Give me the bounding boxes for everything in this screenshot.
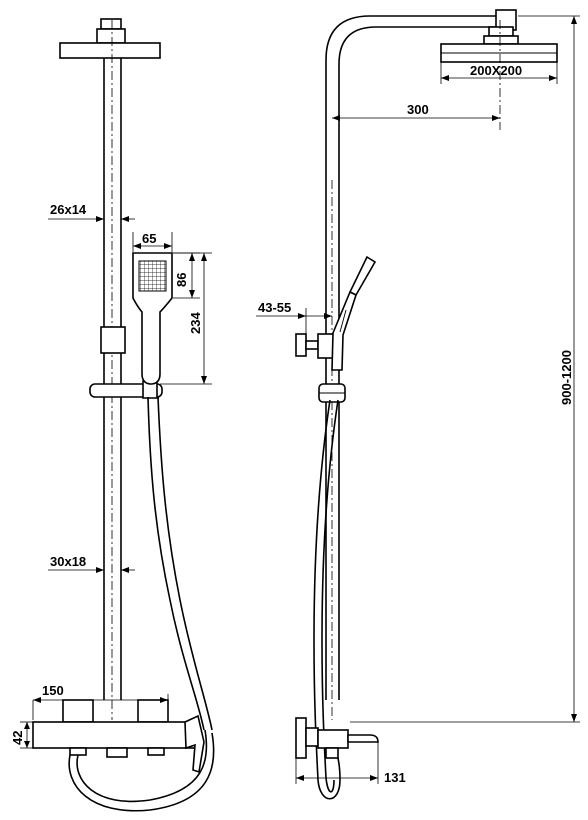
dim-lower-pipe-section: 30x18 [48,554,135,573]
label-hand-shower-length: 234 [188,312,203,334]
label-wall-distance: 43-55 [258,300,291,315]
dim-mixer-body-height: 42 [10,721,33,749]
front-mixer-body [32,699,205,774]
front-riser-pipe [103,20,122,720]
dim-hand-shower-width: 65 [132,231,173,252]
label-head-shower-size: 200X200 [470,63,522,78]
side-view: 200X200 300 43-55 900-1200 [256,9,580,800]
front-hand-shower [132,252,173,385]
label-hand-shower-head-height: 86 [174,273,189,287]
side-mixer [295,717,379,759]
dim-fixed-pipe-section: 26x14 [48,202,135,222]
dim-arm-reach: 300 [332,102,500,121]
front-overhead-shower-head [59,18,161,59]
side-overhead-shower-head [440,20,558,130]
front-hose [68,396,215,812]
label-fixed-pipe-section: 26x14 [50,202,87,217]
label-mixer-body-height: 42 [10,731,25,745]
label-mixer-body-width: 150 [42,683,64,698]
front-view: 26x14 65 86 234 [10,18,215,812]
label-spout-reach: 131 [384,770,406,785]
dim-head-shower-size: 200X200 [440,62,558,84]
side-slide-holder [318,383,346,403]
label-hand-shower-width: 65 [142,231,156,246]
side-riser-and-arm [325,9,517,720]
dim-column-height: 900-1200 [350,15,580,723]
side-hand-shower [331,255,377,371]
label-arm-reach: 300 [407,102,429,117]
dim-mixer-body-width: 150 [32,683,169,720]
dim-spout-reach: 131 [295,742,406,785]
dim-hand-shower-length: 234 [160,252,212,385]
front-wall-bracket [100,326,126,354]
label-lower-pipe-section: 30x18 [50,554,86,569]
dim-hand-shower-head-height: 86 [173,252,200,299]
label-column-height: 900-1200 [559,350,574,405]
dim-wall-distance: 43-55 [256,300,332,334]
